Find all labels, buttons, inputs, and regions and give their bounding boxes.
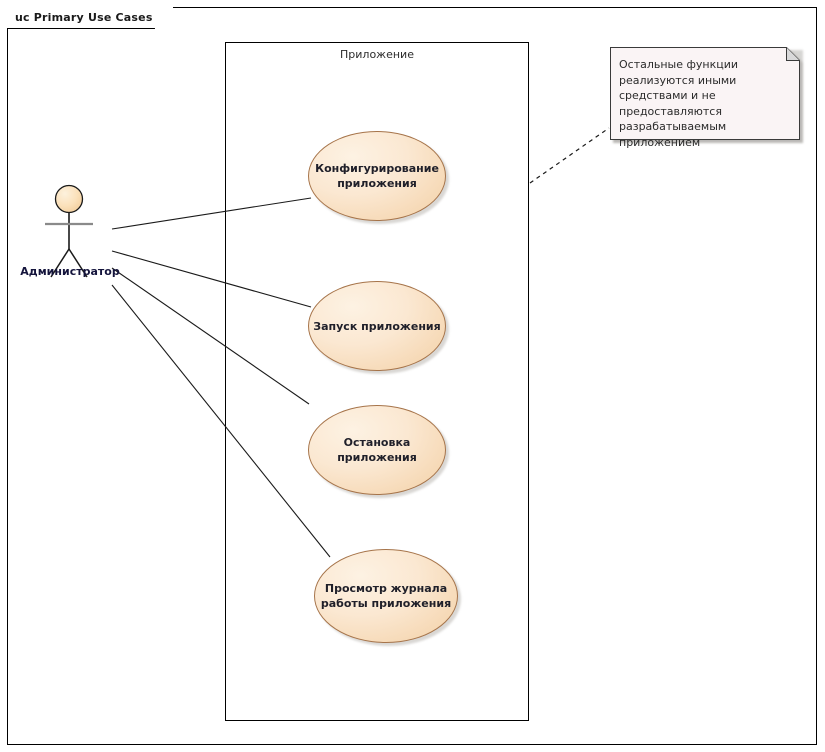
use-case-ellipse <box>308 131 446 221</box>
use-case-ellipse <box>308 281 446 371</box>
use-case-label-line: Запуск приложения <box>313 319 441 333</box>
actor-administrator[interactable] <box>24 182 116 282</box>
use-case-label: Остановка приложения <box>308 405 446 495</box>
use-case-stop[interactable]: Остановка приложения <box>308 405 449 498</box>
use-case-label-line: Конфигурирование <box>315 162 439 175</box>
actor-right-leg-line <box>68 248 88 278</box>
use-case-view-log[interactable]: Просмотр журнала работы приложения <box>314 549 461 646</box>
use-case-configure[interactable]: Конфигурирование приложения <box>308 131 449 224</box>
actor-left-leg-line <box>50 248 70 278</box>
diagram-title-tab[interactable]: uc Primary Use Cases <box>7 7 173 28</box>
use-case-start[interactable]: Запуск приложения <box>308 281 449 374</box>
use-case-label: Конфигурирование приложения <box>308 131 446 221</box>
use-case-label: Просмотр журнала работы приложения <box>314 549 458 643</box>
note-text: Остальные функции реализуются иными сред… <box>619 58 739 149</box>
note-body <box>610 47 800 140</box>
use-case-label-line: Остановка <box>343 436 411 449</box>
use-case-label-line: Просмотр журнала <box>324 582 448 595</box>
use-case-ellipse <box>314 549 458 643</box>
use-case-label-line: работы приложения <box>320 597 452 610</box>
system-boundary-label: Приложение <box>340 48 414 61</box>
use-case-label: Запуск приложения <box>308 281 446 371</box>
use-case-ellipse <box>308 405 446 495</box>
use-case-label-line: приложения <box>337 451 417 464</box>
use-case-label-line: приложения <box>337 177 417 190</box>
actor-label: Администратор <box>20 265 120 278</box>
diagram-title-label: uc Primary Use Cases <box>15 11 153 24</box>
note-annotation[interactable]: Остальные функции реализуются иными сред… <box>610 47 803 149</box>
actor-head-icon <box>54 184 84 214</box>
